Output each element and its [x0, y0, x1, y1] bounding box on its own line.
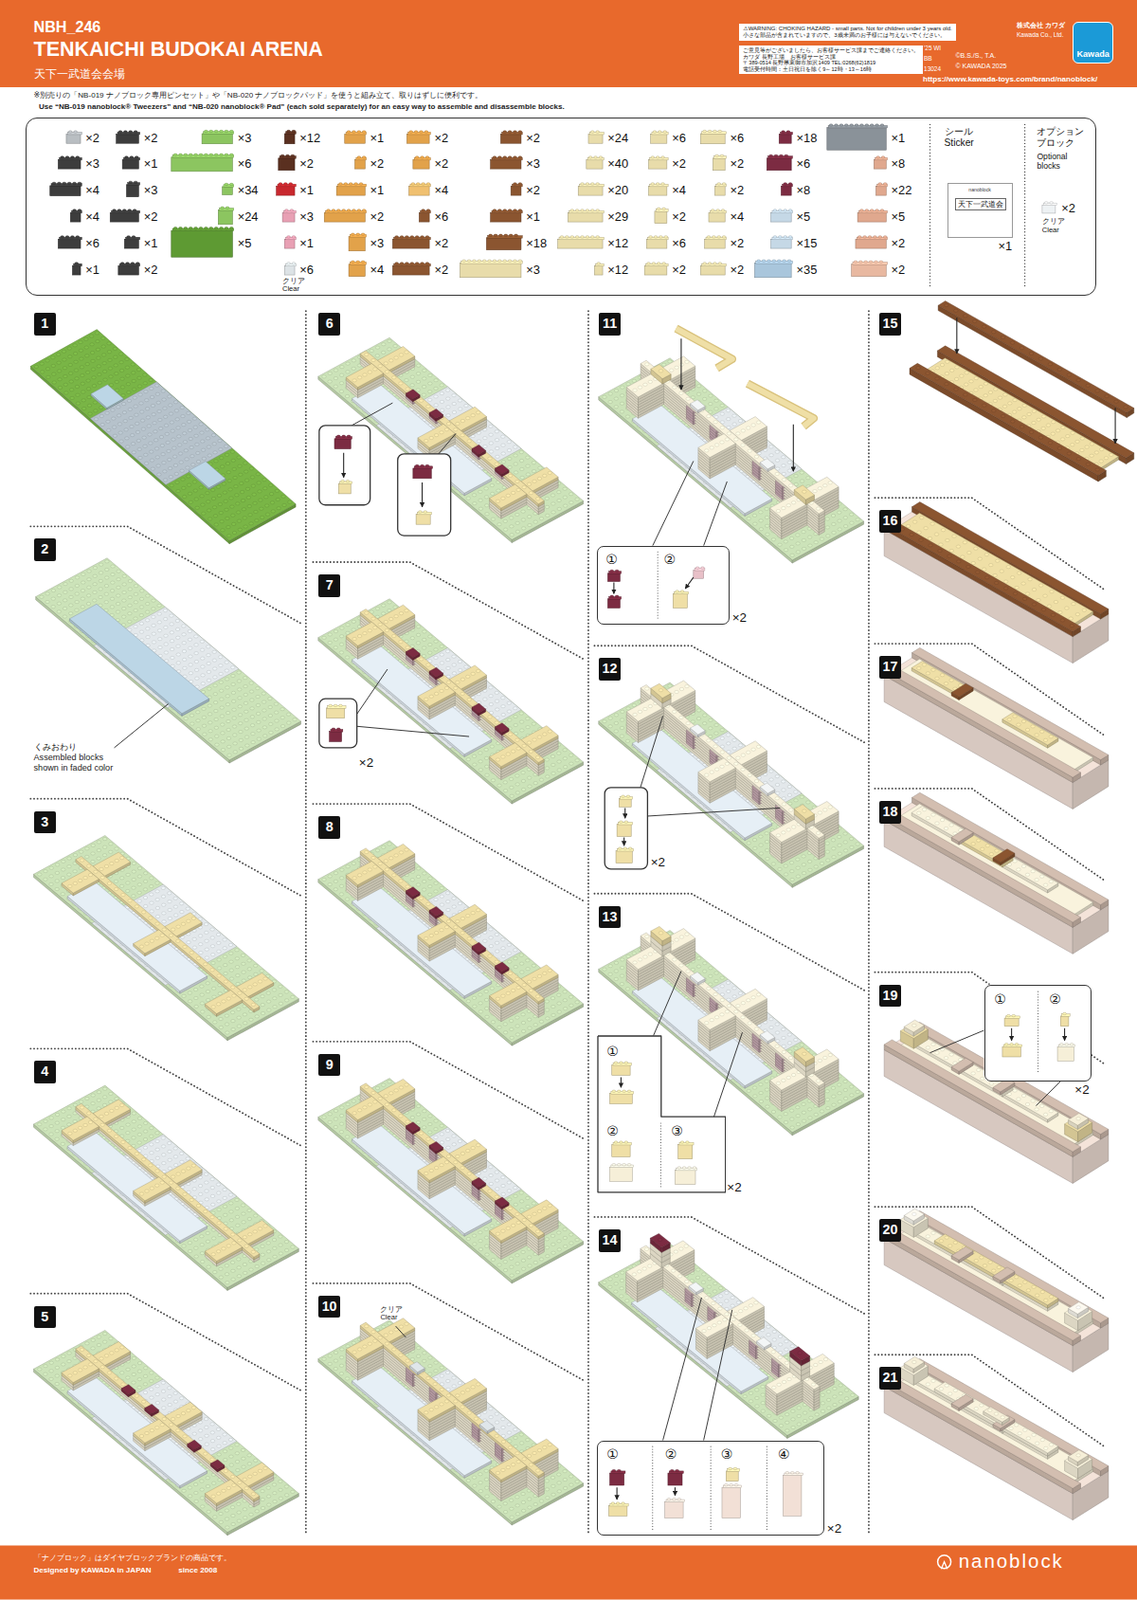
instruction-sheet: ⚠WARNING: CHOKING HAZARD - small parts. … — [0, 0, 1137, 1600]
